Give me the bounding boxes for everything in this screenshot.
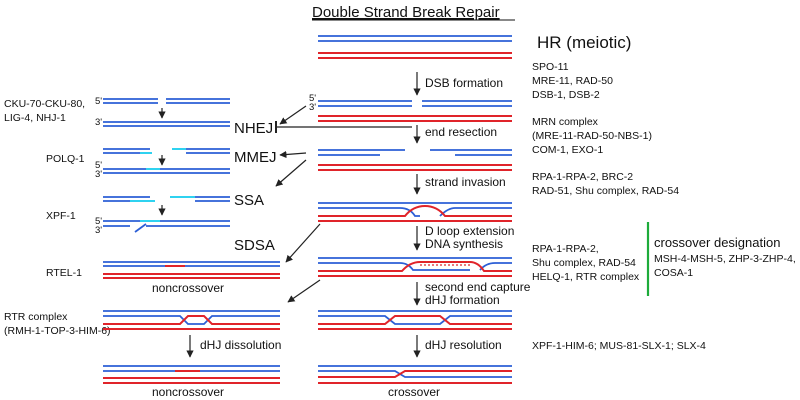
to-nhej-arrow [279, 105, 307, 125]
to-dissolution-arrow [287, 279, 321, 303]
end-label-3-nhej-bottom: 3' [95, 117, 102, 128]
strand-invasion-structure [318, 202, 512, 222]
proteins-dsb-3: DSB-1, DSB-2 [532, 89, 600, 101]
end-label-5-ssa: 5' [95, 216, 102, 227]
d-loop-structure [318, 257, 512, 277]
crossover-product [318, 365, 512, 384]
proteins-dloop-1: RPA-1-RPA-2, [532, 243, 599, 255]
nhej-duplex [103, 98, 230, 127]
mmej-label: MMEJ [234, 149, 277, 166]
proteins-dsb-2: MRE-11, RAD-50 [532, 75, 613, 87]
step-strand-invasion: strand invasion [425, 175, 506, 189]
end-label-3-row2: 3' [309, 102, 316, 113]
proteins-invasion-2: RAD-51, Shu complex, RAD-54 [532, 185, 679, 197]
proteins-dloop-2: Shu complex, RAD-54 [532, 257, 636, 269]
step-dhj-dissolution: dHJ dissolution [200, 338, 281, 352]
hr-label: HR (meiotic) [537, 33, 631, 52]
end-label-5-mmej: 5' [95, 160, 102, 171]
proteins-mmej: POLQ-1 [46, 153, 85, 165]
proteins-nhej-1: CKU-70-CKU-80, [4, 98, 85, 110]
mmej-duplex [103, 148, 230, 174]
page-title: Double Strand Break Repair [312, 4, 500, 21]
proteins-resection-3: COM-1, EXO-1 [532, 144, 603, 156]
proteins-ssa: XPF-1 [46, 210, 76, 222]
proteins-rtr-2: (RMH-1-TOP-3-HIM-6) [4, 325, 111, 337]
step-dhj-formation: dHJ formation [425, 293, 500, 307]
step-dna-synthesis: DNA synthesis [425, 237, 503, 251]
end-label-3-ssa: 3' [95, 225, 102, 236]
resected-duplex [318, 149, 512, 171]
outcome-noncrossover-sdsa: noncrossover [152, 281, 224, 295]
proteins-resection-1: MRN complex [532, 116, 599, 128]
proteins-nhej-2: LIG-4, NHJ-1 [4, 112, 66, 124]
proteins-invasion-1: RPA-1-RPA-2, BRC-2 [532, 171, 633, 183]
noncrossover-dissolution-product [103, 365, 280, 384]
proteins-resection-2: (MRE-11-RAD-50-NBS-1) [532, 130, 652, 142]
sdsa-product [103, 261, 280, 279]
end-label-5-row2: 5' [309, 93, 316, 104]
crossover-designation-line2: COSA-1 [654, 267, 693, 279]
crossover-designation-line1: MSH-4-MSH-5, ZHP-3-ZHP-4, [654, 253, 796, 265]
proteins-dloop-3: HELQ-1, RTR complex [532, 271, 640, 283]
dhj-structure [318, 310, 512, 330]
end-label-5-nhej-top: 5' [95, 96, 102, 107]
ssa-duplex [103, 196, 230, 233]
outcome-crossover: crossover [388, 385, 440, 399]
proteins-rtr-1: RTR complex [4, 311, 68, 323]
end-label-3-mmej: 3' [95, 169, 102, 180]
step-second-end-capture: second end capture [425, 280, 531, 294]
dsb-duplex [318, 100, 512, 122]
proteins-dsb-1: SPO-11 [532, 61, 569, 73]
step-dhj-resolution: dHJ resolution [425, 338, 502, 352]
intact-homologs [318, 35, 512, 59]
step-end-resection: end resection [425, 125, 497, 139]
sdsa-label: SDSA [234, 237, 275, 254]
step-d-loop-extension: D loop extension [425, 224, 514, 238]
to-ssa-arrow [275, 159, 307, 187]
nhej-label: NHEJ [234, 120, 273, 137]
outcome-noncrossover-dissolution: noncrossover [152, 385, 224, 399]
proteins-sdsa: RTEL-1 [46, 267, 82, 279]
to-sdsa-arrow [285, 223, 321, 263]
step-dsb-formation: DSB formation [425, 76, 503, 90]
rtr-dhj [103, 310, 280, 330]
proteins-resolution: XPF-1-HIM-6; MUS-81-SLX-1; SLX-4 [532, 340, 706, 352]
ssa-label: SSA [234, 192, 264, 209]
to-mmej-arrow [279, 150, 307, 159]
crossover-designation-heading: crossover designation [654, 235, 780, 250]
